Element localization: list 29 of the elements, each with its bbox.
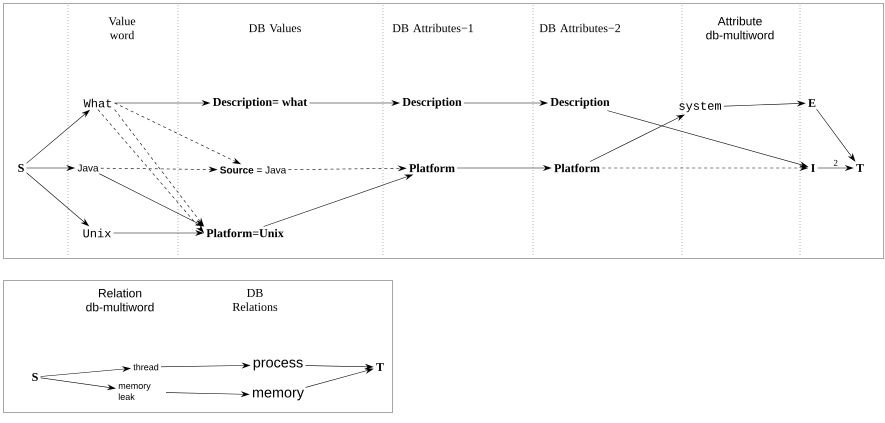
column-header: DB Attributes−1 <box>392 24 473 32</box>
column-header: DB Values <box>249 24 301 32</box>
node-label: T <box>856 164 864 172</box>
node-label: I <box>811 164 815 172</box>
node-label: memory <box>252 390 304 400</box>
node-label: Platform <box>409 164 455 172</box>
node-label: Description <box>402 98 462 108</box>
node-label: S <box>18 164 24 172</box>
node-label: T <box>376 363 384 371</box>
column-header: DB Relations <box>232 289 278 311</box>
node-label: Platform <box>554 164 600 172</box>
node-label: Source = Java <box>220 166 286 174</box>
node-label: What <box>84 98 112 108</box>
node-label: Description <box>550 98 610 108</box>
node-label: Description= what <box>212 98 308 108</box>
node-label: process <box>254 360 303 370</box>
column-header: Value word <box>108 16 136 40</box>
node-label: system <box>679 102 721 112</box>
column-header: Attribute db-multiword <box>706 16 774 40</box>
node-label: Unix <box>83 228 111 238</box>
node-label: E <box>808 99 816 107</box>
column-header: Relation db-multiword <box>86 288 154 312</box>
node-label: S <box>32 372 38 382</box>
node-label: thread <box>133 364 158 370</box>
node-label: Java <box>78 164 99 172</box>
column-header: DB Attributes−2 <box>540 24 620 32</box>
node-label: Platform=Unix <box>206 228 284 238</box>
node-label: memory leak <box>118 384 151 400</box>
edge-label: 2 <box>834 160 838 166</box>
